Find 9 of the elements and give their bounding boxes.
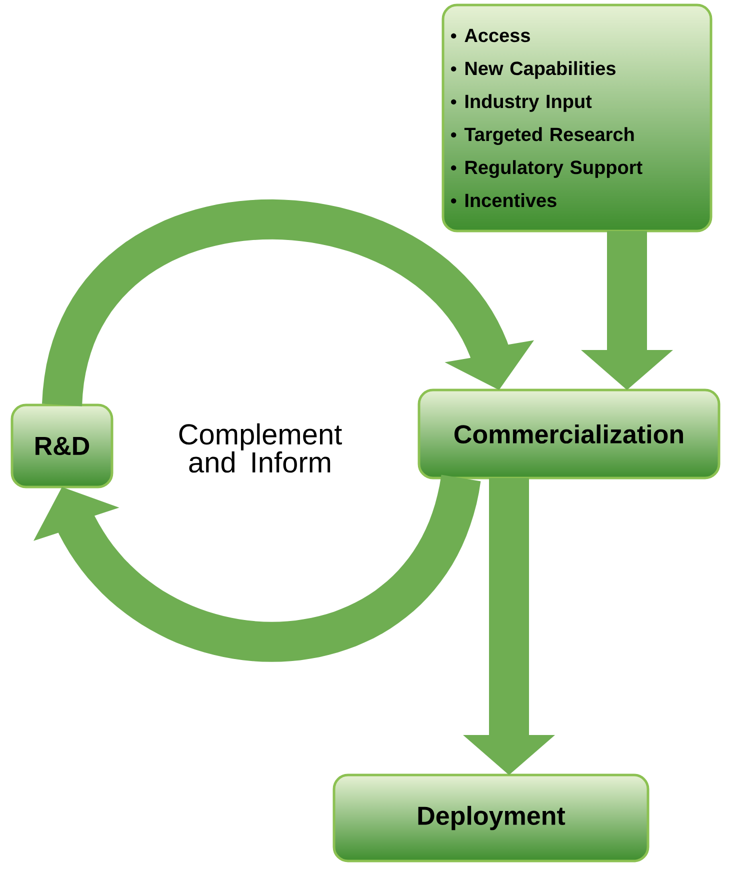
center-caption: Complement and Inform [179,423,342,473]
process-box: Commercialization [418,388,720,480]
process-box: Deployment [332,774,650,862]
block-arrow [463,478,555,775]
bullet-list-box: Access New Capabilities Industry Input Targeted Research Regulatory Support Incentives [442,4,712,232]
curved-arrow [42,199,534,406]
curved-arrow [34,474,481,662]
block-arrow [581,231,673,390]
process-box: R&D [10,404,114,488]
